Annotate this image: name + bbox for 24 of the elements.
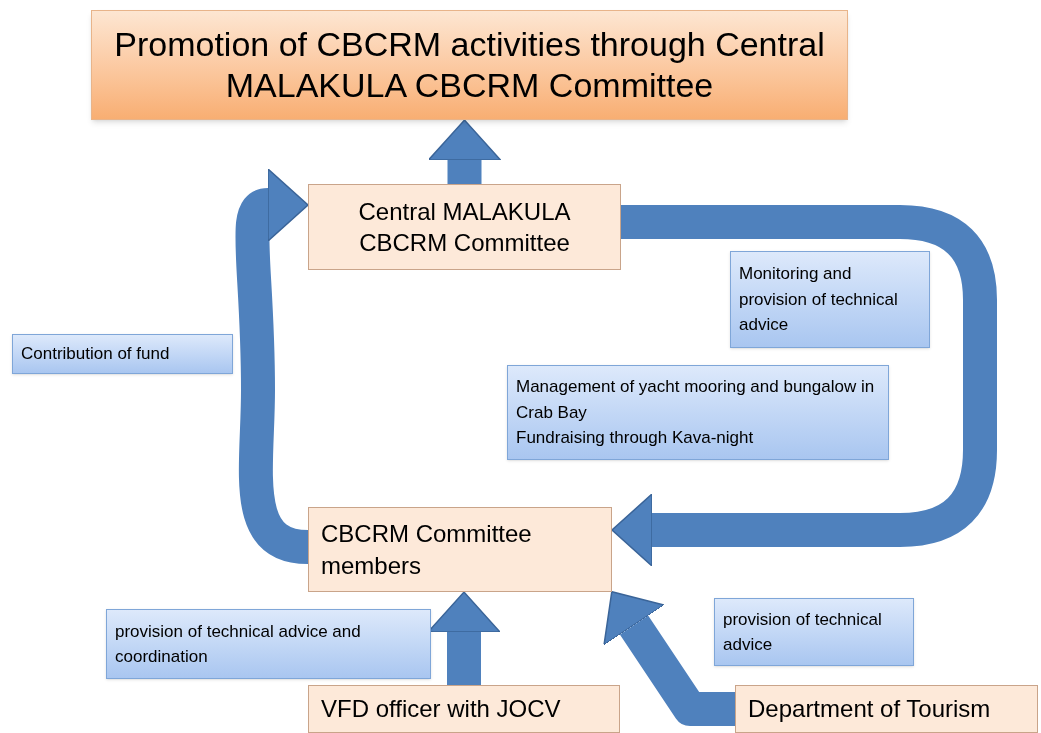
note-box: [730, 251, 930, 348]
block-arrow: [611, 205, 997, 567]
note-box: [12, 334, 233, 374]
process-box: [91, 10, 848, 120]
process-box: [308, 184, 621, 270]
note-box: [714, 598, 914, 666]
box-text: Promotion of CBCRM activities through Central MALAKULA CBCRM Committee: [113, 24, 826, 106]
process-box: [308, 507, 612, 592]
box-text: CBCRM Committee members: [321, 519, 533, 581]
process-box: [308, 685, 620, 733]
box-text: Central MALAKULA CBCRM Committee: [357, 196, 572, 258]
process-box: [735, 685, 1038, 733]
box-text: Department of Tourism: [748, 694, 992, 725]
note-text: Management of yacht mooring and bungalow in Crab Bay: [516, 376, 876, 424]
note-text: provision of technical advice and coordination: [115, 620, 362, 668]
note-text: Contribution of fund: [21, 343, 171, 366]
note-text: provision of technical advice: [723, 608, 883, 656]
note-box: [507, 365, 889, 460]
block-arrow: [427, 119, 502, 184]
note-box: [106, 609, 431, 679]
block-arrow: [235, 168, 310, 564]
note-text: Fundraising through Kava-night: [516, 427, 755, 450]
note-text: Monitoring and provision of technical advice: [739, 263, 899, 337]
box-text: VFD officer with JOCV: [321, 694, 562, 725]
